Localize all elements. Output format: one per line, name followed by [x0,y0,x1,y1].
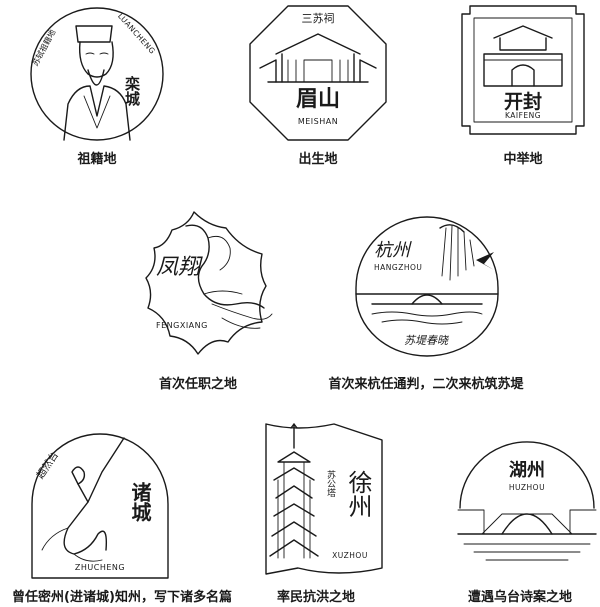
stamp-title: 栾城 [123,75,141,107]
svg-text:FENGXIANG: FENGXIANG [156,321,208,330]
stamp-zhucheng: 超然台 诸城 ZHUCHENG [28,432,170,579]
svg-text:HUZHOU: HUZHOU [509,483,545,492]
stamp-title: 眉山 [296,87,340,112]
stamp-title: 杭州 [374,240,412,261]
svg-text:苏堤春晓: 苏堤春晓 [404,334,450,347]
svg-text:HANGZHOU: HANGZHOU [374,263,422,272]
stamp-title: 开封 [504,90,542,113]
portrait-stamp-icon: 苏轼祖籍地 LUANCHENG 栾城 [30,7,164,141]
svg-text:MEISHAN: MEISHAN [298,117,338,126]
stamp-meishan: 三苏祠 眉山 MEISHAN [248,4,388,142]
caption-huzhou: 遭遇乌台诗案之地 [467,590,573,605]
caption-kaifeng: 中举地 [503,152,543,167]
temple-stamp-icon: 三苏祠 眉山 MEISHAN [249,5,387,141]
caption-zhucheng: 曾任密州(进诸城)知州，写下诸多名篇 [12,590,232,605]
caption-fengxiang: 首次任职之地 [158,377,238,392]
svg-text:苏公塔: 苏公塔 [325,469,336,498]
stamp-luancheng: 苏轼祖籍地 LUANCHENG 栾城 [24,4,170,144]
stamp-xuzhou: 苏公塔 徐州 XUZHOU [258,418,386,584]
stamp-title-part-1: 凤翔 [156,255,203,280]
svg-text:苏轼祖籍地: 苏轼祖籍地 [30,28,58,68]
stamp-huzhou: 湖州 HUZHOU [454,438,600,576]
caption-xuzhou: 率民抗洪之地 [276,590,356,605]
stamp-title: 徐州 [344,470,372,518]
caption-hangzhou: 首次来杭任通判，二次来杭筑苏堤 [328,377,524,392]
svg-text:KAIFENG: KAIFENG [505,111,541,120]
dancer-stamp-icon: 超然台 诸城 ZHUCHENG [31,433,169,579]
pagoda-stamp-icon: 苏公塔 徐州 XUZHOU [265,423,383,575]
svg-text:超然台: 超然台 [33,449,61,481]
phoenix-stamp-icon: 凤翔 FENGXIANG [145,211,273,355]
willow-bridge-stamp-icon: 杭州 HANGZHOU 苏堤春晓 [355,216,499,357]
stamp-hangzhou: 杭州 HANGZHOU 苏堤春晓 [352,210,502,357]
stamp-title: 湖州 [509,460,545,481]
svg-text:ZHUCHENG: ZHUCHENG [75,563,125,572]
stamp-fengxiang: 凤翔 FENGXIANG [132,208,280,362]
arch-bridge-stamp-icon: 湖州 HUZHOU [457,441,597,561]
city-gate-stamp-icon: 开封 KAIFENG [461,5,585,135]
svg-text:三苏祠: 三苏祠 [302,12,335,25]
caption-meishan: 出生地 [298,152,338,167]
stamp-title: 诸城 [128,482,152,523]
svg-text:XUZHOU: XUZHOU [332,551,368,560]
stamp-kaifeng: 开封 KAIFENG [460,4,586,136]
svg-text:LUANCHENG: LUANCHENG [116,12,157,56]
caption-luancheng: 祖籍地 [77,152,117,167]
